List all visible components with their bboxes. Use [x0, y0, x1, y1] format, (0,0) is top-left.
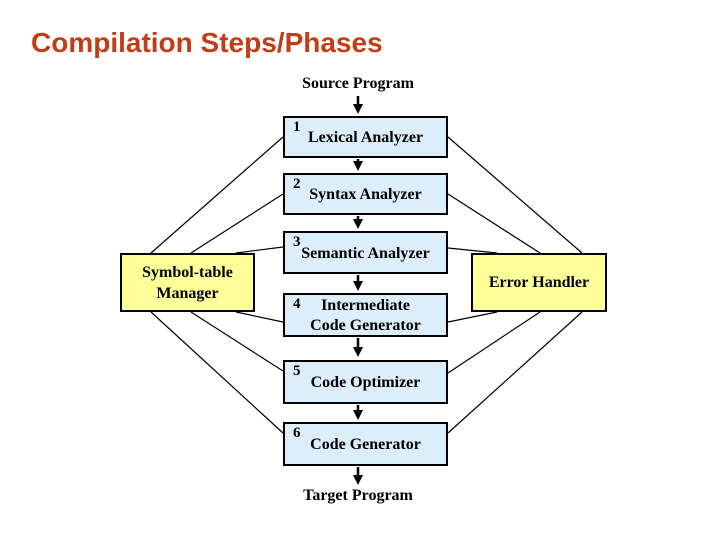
connector-symtab-to-3: [235, 246, 284, 254]
phase-box-syntax-analyzer: 2 Syntax Analyzer: [283, 173, 448, 215]
phase-number: 2: [293, 176, 301, 192]
phase-box-lexical-analyzer: 1 Lexical Analyzer: [283, 116, 448, 158]
connector-5-to-errorhandler: [447, 311, 541, 374]
connector-6-to-errorhandler: [447, 311, 583, 434]
connector-symtab-to-4: [235, 311, 284, 323]
phase-label: Syntax Analyzer: [309, 186, 422, 203]
connector-2-to-errorhandler: [447, 193, 541, 254]
phase-number: 1: [293, 119, 301, 135]
phase-label: Code Optimizer: [310, 374, 421, 391]
phase-number: 3: [293, 234, 301, 250]
phase-box-semantic-analyzer: 3 Semantic Analyzer: [283, 231, 448, 274]
phase-label: Lexical Analyzer: [307, 129, 424, 146]
connector-symtab-to-2: [190, 193, 284, 254]
connector-3-to-errorhandler: [447, 247, 498, 254]
phase-label: Code Generator: [310, 436, 421, 453]
phase-box-intermediate-code-generator: 4 Intermediate Code Generator: [283, 293, 448, 337]
target-program-label: Target Program: [303, 487, 413, 504]
phase-number: 6: [293, 425, 301, 441]
symbol-table-manager-label: Symbol-table Manager: [142, 263, 233, 302]
connector-4-to-errorhandler: [447, 311, 498, 323]
phase-number: 4: [293, 296, 301, 312]
symbol-table-manager-box: Symbol-table Manager: [120, 253, 255, 312]
phase-box-code-generator: 6 Code Generator: [283, 422, 448, 466]
symbol-table-connectors: [150, 136, 284, 434]
connector-symtab-to-6: [150, 311, 284, 434]
error-handler-connectors: [447, 136, 583, 434]
error-handler-box: Error Handler: [471, 253, 607, 312]
phase-number: 5: [293, 363, 301, 379]
source-program-label: Source Program: [302, 75, 414, 92]
phase-label: Intermediate Code Generator: [310, 297, 421, 334]
phase-label: Semantic Analyzer: [301, 244, 430, 262]
connector-1-to-errorhandler: [447, 136, 583, 254]
connector-symtab-to-1: [150, 136, 284, 254]
slide-title: Compilation Steps/Phases: [31, 27, 383, 58]
error-handler-label: Error Handler: [488, 274, 590, 291]
connector-symtab-to-5: [190, 311, 284, 372]
phase-box-code-optimizer: 5 Code Optimizer: [283, 360, 448, 404]
